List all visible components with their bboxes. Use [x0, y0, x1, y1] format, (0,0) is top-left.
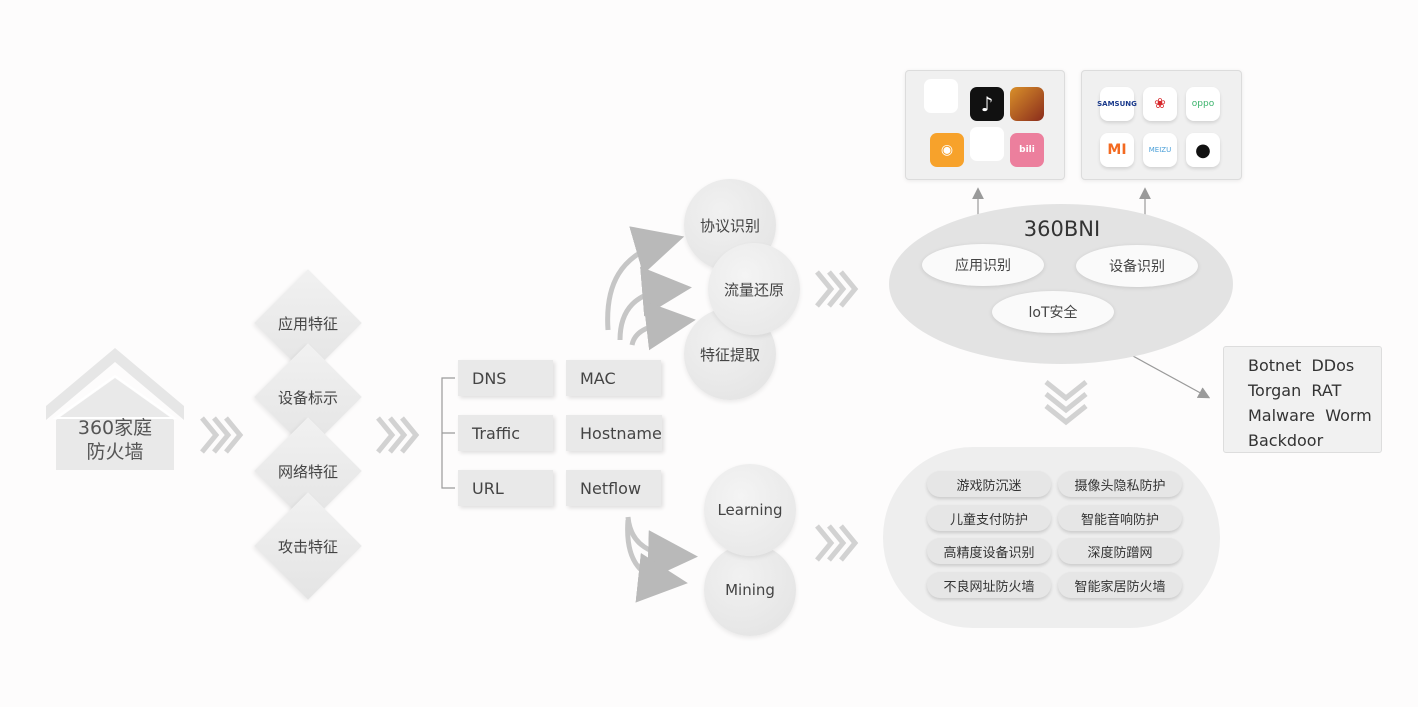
attr-hostname: Hostname: [566, 415, 662, 451]
honor-of-kings-icon: [1010, 87, 1044, 121]
home-firewall-node: 360家庭 防火墙: [46, 348, 184, 472]
learning-circle: Learning: [704, 464, 796, 556]
blank-app-icon: [970, 127, 1004, 161]
bni-device-recognition: 设备识别: [1076, 245, 1198, 287]
meizu-icon: MEIZU: [1143, 133, 1177, 167]
protection-item: 深度防蹭网: [1058, 538, 1182, 564]
apple-icon: ●: [1186, 133, 1220, 167]
analysis-extract: 特征提取: [684, 308, 776, 400]
threat-line: Backdoor: [1248, 431, 1324, 450]
protection-item: 高精度设备识别: [927, 538, 1051, 564]
house-label-line2: 防火墙: [86, 441, 144, 463]
bni-app-recognition: 应用识别: [922, 244, 1044, 286]
protection-item: 智能音响防护: [1058, 505, 1182, 531]
protection-item: 儿童支付防护: [927, 505, 1051, 531]
device-panel: SAMSUNG ❀ oppo MI MEIZU ●: [1081, 70, 1242, 180]
bni-title: 360BNI: [1023, 217, 1101, 241]
attr-mac: MAC: [566, 360, 661, 396]
blank-app-icon: [924, 79, 958, 113]
threat-line: Torgan RAT: [1248, 381, 1342, 400]
threat-line: Malware Worm: [1248, 406, 1372, 425]
bni-iot-security: loT安全: [992, 291, 1114, 333]
protection-item: 摄像头隐私防护: [1058, 471, 1182, 497]
huawei-icon: ❀: [1143, 87, 1177, 121]
curved-arrows-down: [625, 516, 698, 603]
attr-dns: DNS: [458, 360, 553, 396]
feature-network: 网络特征: [277, 462, 338, 481]
bracket: [441, 377, 455, 489]
threat-line: Botnet DDos: [1248, 356, 1355, 375]
oppo-icon: oppo: [1186, 87, 1220, 121]
attr-traffic: Traffic: [458, 415, 553, 451]
feature-device: 设备标示: [277, 388, 338, 407]
bni-ellipse: [889, 204, 1233, 364]
bilibili-icon: bili: [1010, 133, 1044, 167]
app-panel: ♪ ◉ bili: [905, 70, 1065, 180]
protection-item: 智能家居防火墙: [1058, 572, 1182, 598]
kuaishou-icon: ◉: [930, 133, 964, 167]
protection-item: 游戏防沉迷: [927, 471, 1051, 497]
feature-app: 应用特征: [277, 314, 338, 333]
chevron-arrow-4: [815, 524, 859, 562]
chevron-arrow-1: [200, 416, 244, 454]
chevron-arrow-3: [815, 270, 859, 308]
mining-circle: Mining: [704, 544, 796, 636]
samsung-icon: SAMSUNG: [1097, 87, 1137, 121]
house-icon: [46, 348, 184, 470]
house-label-line1: 360家庭: [77, 417, 153, 439]
xiaomi-icon: MI: [1100, 133, 1134, 167]
threats-box: Botnet DDos Torgan RAT Malware Worm Back…: [1223, 346, 1382, 453]
tiktok-icon: ♪: [970, 87, 1004, 121]
protection-item: 不良网址防火墙: [927, 572, 1051, 598]
chevron-arrow-2: [376, 416, 420, 454]
analysis-restore: 流量还原: [708, 243, 800, 335]
feature-attack: 攻击特征: [277, 537, 338, 556]
attr-url: URL: [458, 470, 553, 506]
house-label: 360家庭 防火墙: [56, 414, 174, 466]
curved-arrows-up: [605, 226, 696, 351]
attr-netflow: Netflow: [566, 470, 661, 506]
chevron-down-arrow: [1044, 380, 1088, 426]
